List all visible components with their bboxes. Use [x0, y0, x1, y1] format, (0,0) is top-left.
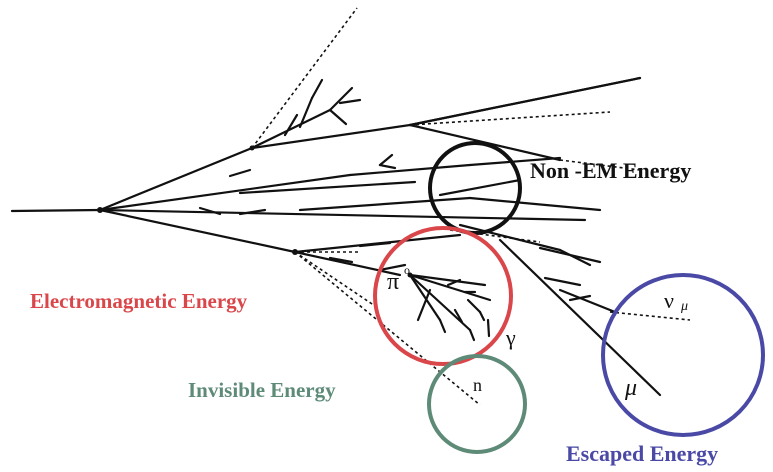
escaped-energy-label: Escaped Energy: [566, 441, 719, 466]
electromagnetic-energy-circle: [373, 226, 513, 366]
pion-symbol: π: [387, 269, 400, 295]
photon-symbol: γ: [506, 325, 516, 350]
electromagnetic-energy-label: Electromagnetic Energy: [30, 289, 248, 313]
neutrino-symbol: ν: [664, 288, 674, 313]
track-vertex-dots: [97, 145, 413, 278]
invisible-energy-circle: [427, 354, 527, 454]
muon-symbol: μ: [625, 375, 638, 401]
neutrino-flavor-subscript: μ: [681, 299, 689, 314]
neutron-symbol: n: [473, 375, 482, 395]
solid-tracks: [10, 76, 662, 397]
escaped-energy-circle: [601, 273, 765, 437]
non-em-energy-circle: [428, 141, 522, 235]
pion-charge-superscript: o: [404, 263, 410, 277]
invisible-energy-label: Invisible Energy: [188, 378, 336, 402]
non-em-energy-label: Non -EM Energy: [530, 158, 692, 183]
dashed-tracks: [99, 7, 691, 406]
